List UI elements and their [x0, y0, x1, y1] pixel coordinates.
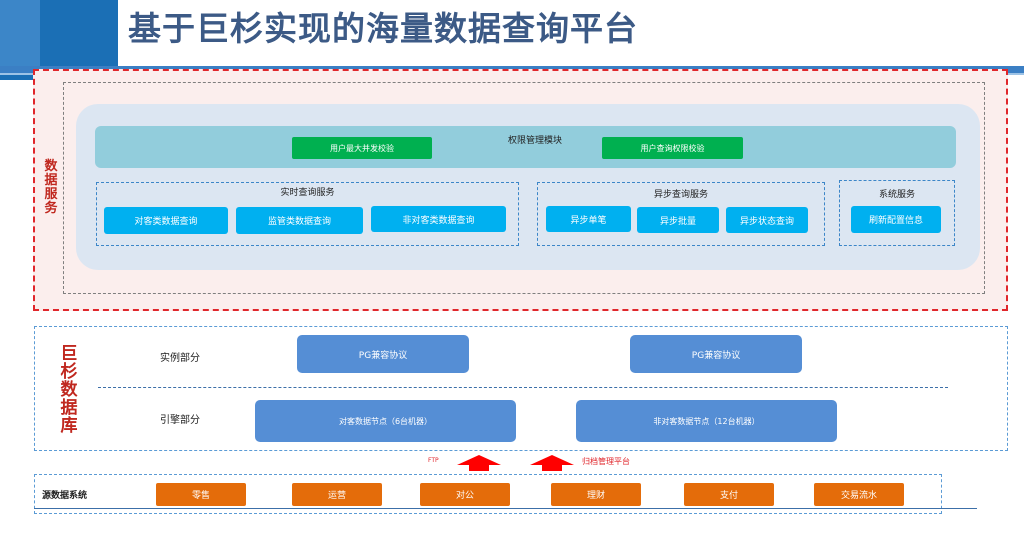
pg-protocol-node[interactable]: PG兼容协议 — [630, 335, 802, 373]
permission-module-label: 权限管理模块 — [507, 136, 562, 146]
source-system-transactions[interactable]: 交易流水 — [814, 483, 904, 506]
source-system-wealth[interactable]: 理财 — [551, 483, 641, 506]
archive-platform-label: 归档管理平台 — [582, 457, 630, 466]
system-service-label: 系统服务 — [878, 190, 915, 200]
source-baseline — [34, 508, 977, 509]
customer-data-nodes[interactable]: 对客数据节点（6台机器） — [255, 400, 516, 442]
max-concurrency-check-button[interactable]: 用户最大并发校验 — [292, 137, 432, 159]
realtime-query-label: 实时查询服务 — [280, 188, 335, 198]
page-title: 基于巨杉实现的海量数据查询平台 — [128, 9, 638, 48]
source-systems-label: 源数据系统 — [42, 491, 88, 501]
data-service-label: 数据服务 — [44, 159, 58, 216]
system-service-group — [839, 180, 955, 246]
async-single-button[interactable]: 异步单笔 — [546, 206, 631, 232]
up-arrow-icon — [530, 455, 574, 471]
refresh-config-button[interactable]: 刷新配置信息 — [851, 206, 941, 233]
up-arrow-icon — [457, 455, 501, 471]
source-system-operations[interactable]: 运营 — [292, 483, 382, 506]
section-divider — [98, 387, 948, 388]
realtime-query-group — [96, 182, 519, 246]
engine-row-label: 引擎部分 — [160, 415, 200, 426]
async-query-label: 异步查询服务 — [653, 190, 708, 200]
async-batch-button[interactable]: 异步批量 — [637, 207, 719, 233]
instance-row-label: 实例部分 — [160, 353, 200, 364]
source-systems-section — [34, 474, 942, 514]
permission-module — [95, 126, 956, 168]
sequoiadb-section — [34, 326, 1008, 451]
source-system-retail[interactable]: 零售 — [156, 483, 246, 506]
header-accent-block-light — [0, 0, 40, 66]
source-system-payment[interactable]: 支付 — [684, 483, 774, 506]
query-permission-check-button[interactable]: 用户查询权限校验 — [602, 137, 743, 159]
source-system-corporate[interactable]: 对公 — [420, 483, 510, 506]
non-customer-data-nodes[interactable]: 非对客数据节点（12台机器） — [576, 400, 837, 442]
data-service-inner-frame — [63, 82, 985, 294]
non-customer-data-query-button[interactable]: 非对客类数据查询 — [371, 206, 506, 232]
async-query-group — [537, 182, 825, 246]
sequoiadb-label: 巨杉数据库 — [60, 344, 78, 436]
pg-protocol-node[interactable]: PG兼容协议 — [297, 335, 469, 373]
ftp-label: FTP — [428, 457, 439, 464]
customer-data-query-button[interactable]: 对客类数据查询 — [104, 207, 228, 234]
regulatory-data-query-button[interactable]: 监管类数据查询 — [236, 207, 363, 234]
async-status-query-button[interactable]: 异步状态查询 — [726, 207, 808, 233]
